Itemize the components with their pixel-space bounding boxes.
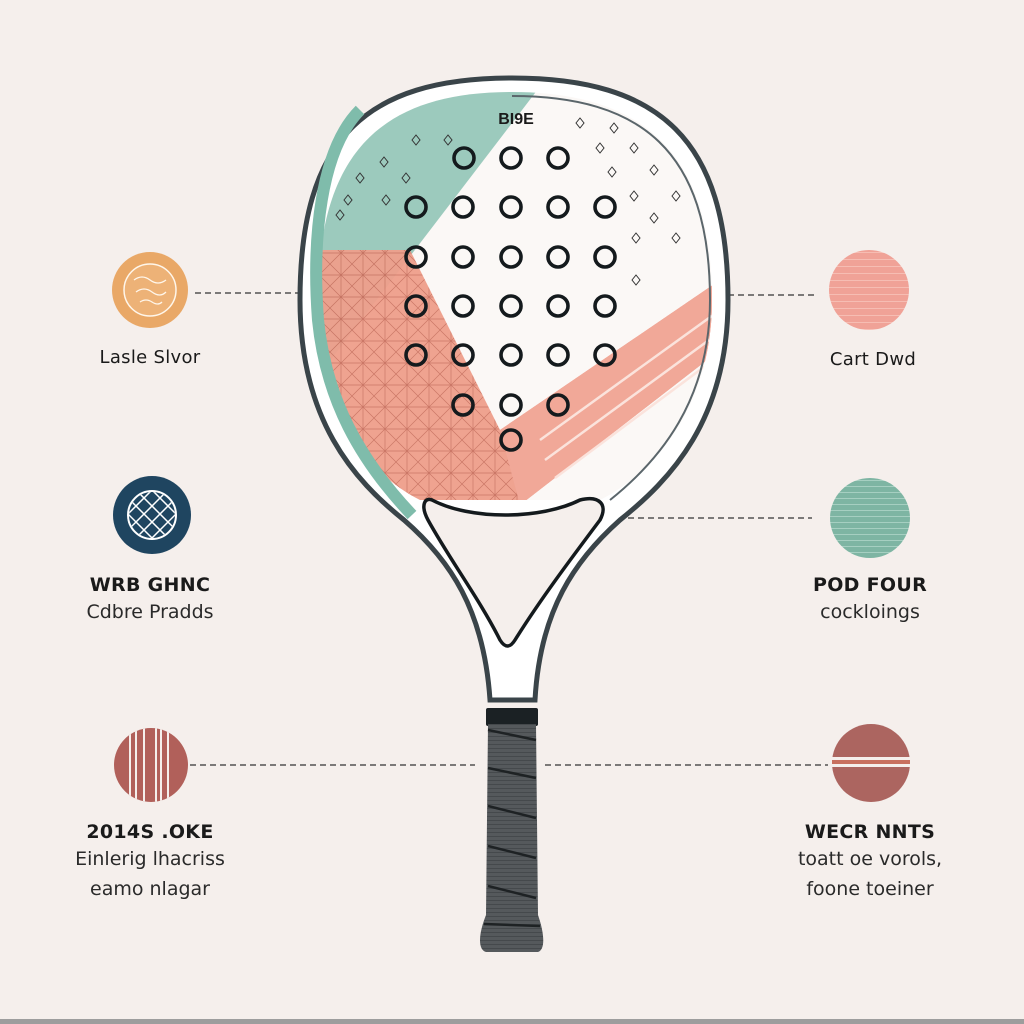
coral-circle-icon xyxy=(829,250,909,330)
callout-right-2: POD FOUR cockloings xyxy=(770,573,970,627)
callout-title: WECR NNTS xyxy=(804,821,936,843)
callout-title: 2014S .OKE xyxy=(86,821,214,843)
callout-subtitle: cockloings xyxy=(820,601,920,623)
callout-subtitle-line-2: eamo nlagar xyxy=(90,878,210,900)
callout-right-1: Cart Dwd xyxy=(773,348,973,372)
racket-grip xyxy=(480,724,544,952)
bottom-edge xyxy=(0,1019,1024,1024)
racket-brand-label: BI9E xyxy=(498,111,534,128)
red-banded-circle-icon xyxy=(832,724,910,802)
callout-subtitle-line-1: toatt oe vorols, xyxy=(797,848,943,870)
callout-title: Cart Dwd xyxy=(829,349,917,370)
callout-connectors xyxy=(190,292,828,766)
orange-textured-circle-icon xyxy=(112,252,188,328)
mint-lined-circle-icon xyxy=(830,478,910,558)
callout-title: POD FOUR xyxy=(812,574,928,596)
callout-right-3: WECR NNTS toatt oe vorols, foone toeiner xyxy=(760,820,980,904)
navy-mesh-circle-icon xyxy=(113,476,191,554)
callout-subtitle: Cdbre Pradds xyxy=(86,601,214,623)
red-striped-circle-icon xyxy=(114,728,188,802)
racket-throat xyxy=(422,497,605,648)
callout-title: Lasle Slvor xyxy=(99,347,201,368)
callout-left-1: Lasle Slvor xyxy=(50,346,250,370)
callout-left-2: WRB GHNC Cdbre Pradds xyxy=(50,573,250,627)
racket-holes xyxy=(404,146,617,452)
callout-subtitle-line-2: foone toeiner xyxy=(806,878,934,900)
callout-left-3: 2014S .OKE Einlerig lhacriss eamo nlagar xyxy=(40,820,260,904)
callout-subtitle-line-1: Einlerig lhacriss xyxy=(75,848,225,870)
callout-title: WRB GHNC xyxy=(89,574,211,596)
